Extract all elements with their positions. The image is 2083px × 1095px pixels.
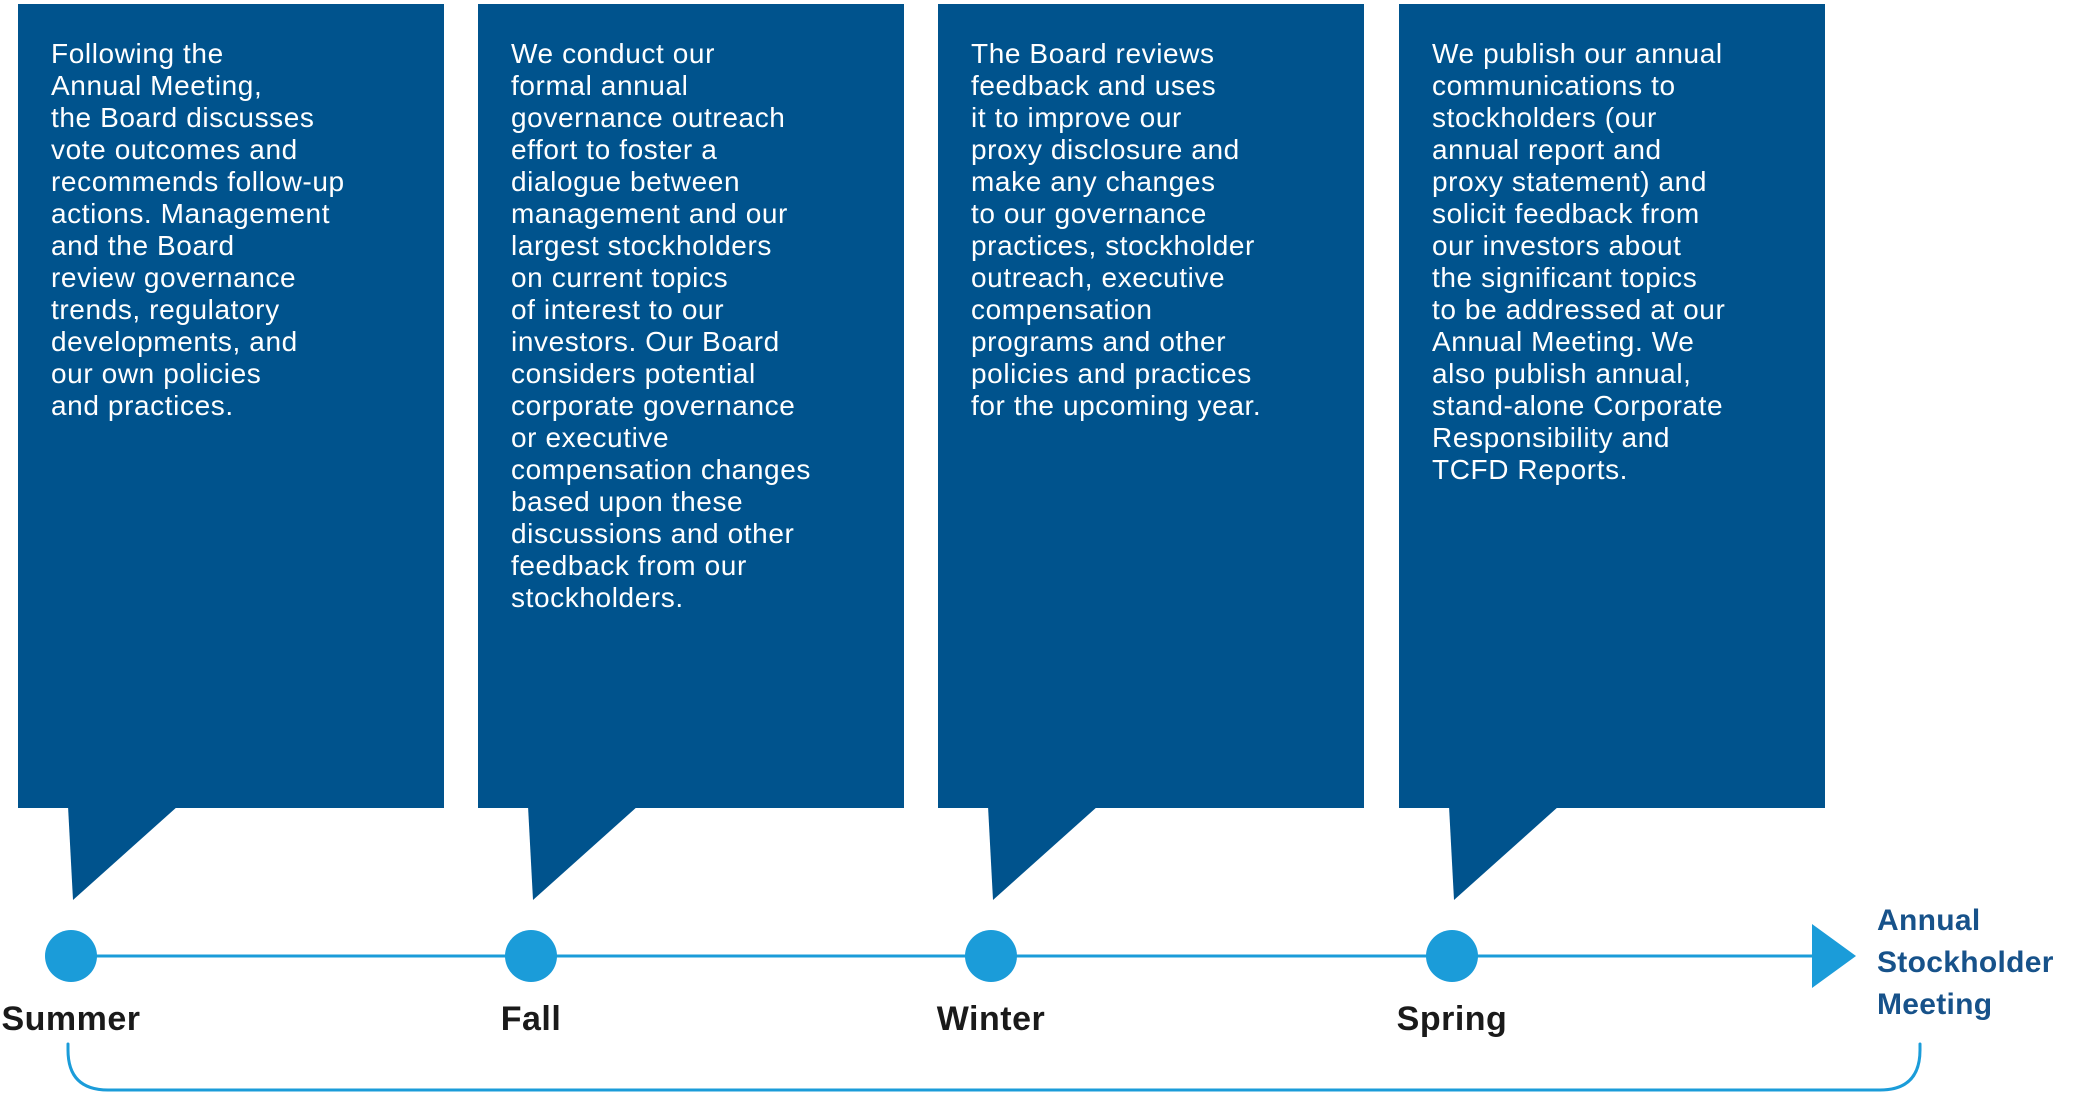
step-description: We publish our annual communications to … <box>1432 38 1726 485</box>
speech-bubble-tail <box>988 806 1098 900</box>
step-description: The Board reviews feedback and uses it t… <box>971 38 1262 421</box>
speech-bubble-tail <box>1449 806 1559 900</box>
timeline-node-dot <box>505 930 557 982</box>
annual-cycle-bracket <box>66 1042 1922 1092</box>
season-label-spring: Spring <box>1396 1000 1508 1038</box>
season-label-summer: Summer <box>1 1000 141 1038</box>
timeline-node-dot <box>45 930 97 982</box>
season-label-winter: Winter <box>936 1000 1046 1038</box>
speech-bubble-fall: We conduct our formal annual governance … <box>478 4 904 808</box>
arrow-right-icon <box>1812 924 1856 988</box>
step-description: Following the Annual Meeting, the Board … <box>51 38 345 421</box>
timeline-node-dot <box>1426 930 1478 982</box>
speech-bubble-winter: The Board reviews feedback and uses it t… <box>938 4 1364 808</box>
timeline-node-dot <box>965 930 1017 982</box>
annual-stockholder-meeting-label: Annual Stockholder Meeting <box>1877 904 2054 1021</box>
speech-bubble-tail <box>528 806 638 900</box>
speech-bubble-summer: Following the Annual Meeting, the Board … <box>18 4 444 808</box>
speech-bubble-spring: We publish our annual communications to … <box>1399 4 1825 808</box>
speech-bubble-tail <box>68 806 178 900</box>
step-description: We conduct our formal annual governance … <box>511 38 811 613</box>
season-label-fall: Fall <box>500 1000 562 1038</box>
